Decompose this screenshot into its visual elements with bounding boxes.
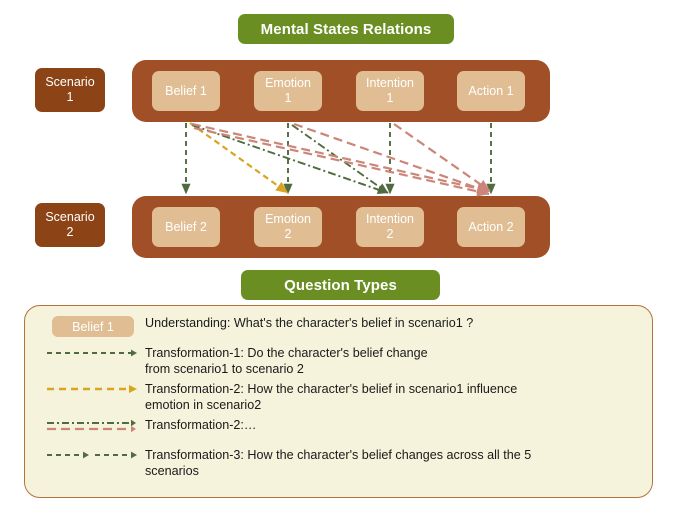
legend-text-transformation-2-more: Transformation-2:… <box>145 418 257 432</box>
state-box-intention-1-line2: 1 <box>386 91 394 105</box>
legend-text-understanding: Understanding: What's the character's be… <box>145 316 474 330</box>
legend-row-transformation-2: Transformation-2: How the character's be… <box>41 382 517 413</box>
scenario-1-label-line1: Scenario <box>45 75 95 89</box>
green-dashed-arrow-icon <box>47 349 137 357</box>
arrow-belief1-to-action2-lower <box>193 126 490 197</box>
state-box-action-2-line1: Action 2 <box>468 219 514 234</box>
mental-states-relations-banner: Mental States Relations <box>238 14 454 44</box>
arrow-belief1-to-action2-upper <box>191 122 490 194</box>
legend-row-understanding: Belief 1 Understanding: What's the chara… <box>41 316 473 337</box>
legend-row-transformation-3: Transformation-3: How the character's be… <box>41 448 531 479</box>
state-box-emotion-2[interactable]: Emotion 2 <box>254 207 322 247</box>
green-double-dashed-arrow-icon <box>47 451 137 459</box>
scenario-2-label-line1: Scenario <box>45 210 95 224</box>
state-box-intention-2-line1: Intention <box>366 212 414 226</box>
state-box-belief-1-line1: Belief 1 <box>165 83 207 98</box>
scenario-1-label: Scenario 1 <box>35 68 105 112</box>
question-types-legend-panel: Belief 1 Understanding: What's the chara… <box>24 305 653 498</box>
scenario-1-label-line2: 1 <box>66 90 74 104</box>
gold-dashed-arrow-icon <box>47 385 137 393</box>
state-box-emotion-2-line2: 2 <box>284 227 292 241</box>
state-box-emotion-1[interactable]: Emotion 1 <box>254 71 322 111</box>
state-box-belief-2-line1: Belief 2 <box>165 219 207 234</box>
state-box-intention-1[interactable]: Intention 1 <box>356 71 424 111</box>
state-box-action-1[interactable]: Action 1 <box>457 71 525 111</box>
state-box-action-1-line1: Action 1 <box>468 83 514 98</box>
legend-row-transformation-2-more: Transformation-2:… <box>41 418 257 434</box>
arrow-belief1-to-emotion2 <box>189 122 289 194</box>
state-box-belief-2[interactable]: Belief 2 <box>152 207 220 247</box>
legend-swatch-green-dashed-arrow <box>41 346 145 360</box>
green-rose-dashdot-arrow-icon <box>47 419 136 433</box>
state-box-emotion-2-line1: Emotion <box>265 212 311 226</box>
state-box-intention-2-line2: 2 <box>386 227 394 241</box>
legend-swatch-belief-chip: Belief 1 <box>41 316 145 337</box>
state-box-action-2[interactable]: Action 2 <box>457 207 525 247</box>
legend-belief-chip: Belief 1 <box>52 316 134 337</box>
arrow-emotion1-to-action2 <box>293 122 490 194</box>
question-types-banner: Question Types <box>241 270 440 300</box>
state-box-belief-1[interactable]: Belief 1 <box>152 71 220 111</box>
state-box-intention-2[interactable]: Intention 2 <box>356 207 424 247</box>
state-box-intention-1-line1: Intention <box>366 76 414 90</box>
arrow-belief1-to-intention2 <box>191 124 389 194</box>
legend-swatch-gold-dashed-arrow <box>41 382 145 396</box>
state-box-emotion-1-line1: Emotion <box>265 76 311 90</box>
arrow-intention1-to-action2 <box>393 123 491 192</box>
scenario-2-label-line2: 2 <box>66 225 74 239</box>
legend-text-transformation-3: Transformation-3: How the character's be… <box>145 448 532 478</box>
state-box-emotion-1-line2: 1 <box>284 91 292 105</box>
scenario-2-label: Scenario 2 <box>35 203 105 247</box>
legend-swatch-green-double-dashed-arrow <box>41 448 145 462</box>
legend-text-transformation-1: Transformation-1: Do the character's bel… <box>145 346 428 376</box>
arrow-emotion1-to-intention2 <box>291 124 389 194</box>
legend-text-transformation-2: Transformation-2: How the character's be… <box>145 382 518 412</box>
legend-row-transformation-1: Transformation-1: Do the character's bel… <box>41 346 428 377</box>
legend-swatch-green-rose-dashdot-arrow <box>41 418 145 434</box>
